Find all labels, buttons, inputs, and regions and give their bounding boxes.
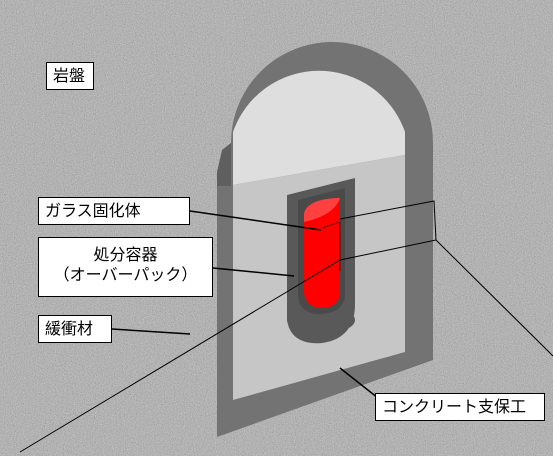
buffer-top-surface xyxy=(233,70,405,185)
vitrified-waste-highlight xyxy=(304,198,340,222)
buffer-leader xyxy=(111,328,191,335)
support-leader xyxy=(339,367,379,399)
callout-lines xyxy=(111,210,379,399)
vitrified-waste-cut-line xyxy=(321,221,341,271)
label-container-line2: （オーバーパック） xyxy=(53,265,198,284)
label-buffer-material: 緩衝材 xyxy=(38,315,112,343)
label-vitrified-waste: ガラス固化体 xyxy=(38,197,190,225)
overpack-base xyxy=(287,306,355,334)
label-disposal-container: 処分容器 （オーバーパック） xyxy=(38,237,213,297)
glass-leader xyxy=(189,210,322,231)
label-container-line1: 処分容器 xyxy=(93,245,158,264)
detail-lines xyxy=(19,200,553,453)
concrete-support-side xyxy=(217,143,231,437)
detail-line-right xyxy=(435,239,553,357)
detail-line-left xyxy=(19,259,341,453)
label-concrete-support: コンクリート支保工 xyxy=(375,393,545,421)
detail-bracket xyxy=(339,200,437,261)
label-bedrock: 岩盤 xyxy=(46,62,94,90)
container-leader xyxy=(212,267,295,277)
